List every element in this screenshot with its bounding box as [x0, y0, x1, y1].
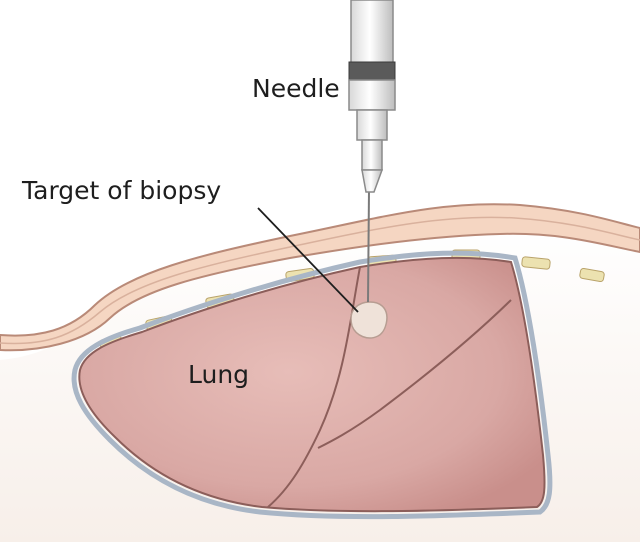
needle-shaft [367, 189, 370, 303]
lung-label: Lung [188, 360, 250, 389]
chest-wall-inner-line [0, 216, 640, 345]
target-leader-line [257, 207, 359, 313]
needle-label: Needle [252, 74, 340, 103]
target-of-biopsy-label: Target of biopsy [22, 176, 222, 205]
needle-syringe [348, 0, 396, 193]
biopsy-target [350, 301, 388, 339]
lung-fissure-horizontal [317, 299, 512, 449]
pleura-outline [71, 250, 553, 520]
lung-shape [78, 256, 546, 513]
chest-wall [0, 203, 640, 352]
lung-fissure-oblique [267, 266, 361, 508]
